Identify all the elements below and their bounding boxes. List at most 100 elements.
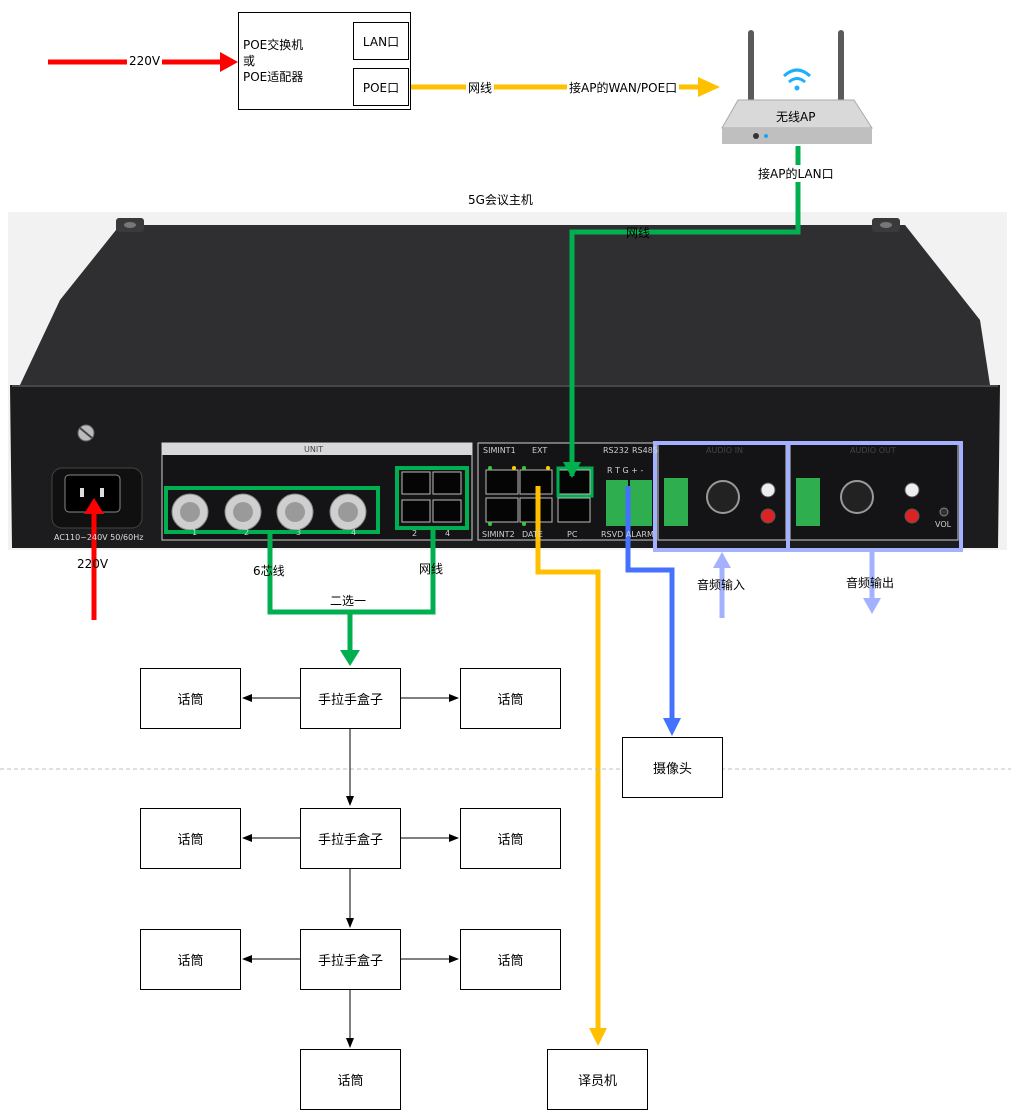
poe-arrowhead — [698, 77, 720, 97]
ap-antenna-right — [838, 30, 844, 102]
ap-lan-line — [569, 146, 801, 476]
audio-input-label: 音频输入 — [697, 578, 746, 592]
chain-box-3: 手拉手盒子 — [300, 929, 401, 990]
audio-in-arrowhead — [713, 552, 731, 568]
unit-number-4: 4 — [351, 528, 357, 537]
interpreter-line — [535, 486, 601, 1030]
ground-screw-slot — [79, 427, 93, 439]
power-arrowhead-host — [84, 498, 104, 514]
power-socket-pin-1 — [80, 488, 84, 497]
simint2-bottom-label: SIMINT2 — [482, 530, 515, 539]
ap-front — [722, 128, 872, 144]
audio-in-label: AUDIO IN — [706, 446, 744, 455]
ap-led-blue — [764, 134, 768, 138]
chain-box-label: 手拉手盒子 — [317, 693, 383, 708]
port-leds — [488, 466, 550, 526]
lan-port-box: LAN口 — [353, 22, 409, 60]
mic-label: 话筒 — [177, 833, 204, 848]
choice-arrowhead — [340, 650, 360, 666]
unit-rj45-port-2 — [432, 471, 462, 495]
unit-header-label: UNIT — [304, 445, 324, 454]
rs232-terminal — [606, 480, 628, 526]
camera-label: 摄像头 — [652, 762, 692, 777]
rj45-number-2: 2 — [412, 529, 418, 538]
mic-label: 话筒 — [497, 954, 524, 969]
wifi-icon-outer — [782, 68, 812, 78]
power-arrowhead-top — [220, 52, 238, 72]
pc-port — [557, 497, 591, 523]
unit-number-3: 3 — [296, 528, 302, 537]
poe-device-label: POE交换机 或 POE适配器 — [243, 37, 303, 85]
aviation-connector-1-core — [180, 502, 200, 522]
mic-box-2-right: 话筒 — [460, 808, 561, 869]
wireless-ap-device — [721, 30, 873, 144]
aviation-connector-4-core — [338, 502, 358, 522]
unit-header-bar — [162, 443, 472, 455]
xlr-input-icon — [706, 480, 740, 514]
camera-arrowhead — [663, 718, 681, 736]
audio-in-terminal — [664, 478, 688, 526]
rj45-number-4: 4 — [445, 529, 451, 538]
host-ear-hole-right — [880, 222, 892, 228]
aviation-connector-3-core — [285, 502, 305, 522]
ap-antenna-left — [748, 30, 754, 102]
choice-label: 二选一 — [330, 594, 367, 608]
poe-cable-label: 网线 — [466, 79, 495, 96]
mic-label: 话筒 — [177, 693, 204, 708]
chain-box-1: 手拉手盒子 — [300, 668, 401, 729]
camera-box: 摄像头 — [622, 737, 723, 798]
mic-label: 话筒 — [497, 833, 524, 848]
unit-rj45-port-1 — [401, 471, 431, 495]
chain-box-2: 手拉手盒子 — [300, 808, 401, 869]
simint1-port — [485, 469, 519, 495]
audio-out-arrowhead — [863, 598, 881, 614]
rca-out-white — [904, 482, 920, 498]
unit-rj45-port-4 — [432, 499, 462, 523]
wifi-icon-inner — [788, 77, 806, 84]
rs485-label: RS485 — [632, 446, 658, 455]
xlr-output-icon — [840, 480, 874, 514]
aviation-connectors — [171, 493, 367, 531]
interpreter-arrowhead — [589, 1028, 607, 1046]
rs232-label: RS232 — [603, 446, 629, 455]
pc-label: PC — [567, 530, 578, 539]
host-cable-label: 网线 — [626, 226, 651, 240]
host-title: 5G会议主机 — [468, 193, 533, 207]
lan-port-label: LAN口 — [362, 34, 400, 49]
six-core-label: 6芯线 — [253, 564, 285, 578]
port-led-2 — [512, 466, 516, 470]
mic-label: 话筒 — [177, 954, 204, 969]
vol-label: VOL — [935, 520, 952, 529]
audio-out-terminal — [796, 478, 820, 526]
ap-led-dark — [753, 133, 759, 139]
port-led-5 — [488, 522, 492, 526]
mic-box-1-left: 话筒 — [140, 668, 241, 729]
volume-knob — [939, 507, 949, 517]
audio-output-label: 音频输出 — [846, 576, 895, 590]
host-power-label: 220V — [77, 557, 109, 571]
rtg-label: R T G + - — [607, 466, 644, 475]
unit-rj45-port-3 — [401, 499, 431, 523]
poe-device-line1: POE交换机 — [243, 38, 304, 52]
chain-box-label: 手拉手盒子 — [317, 954, 383, 969]
port-led-6 — [522, 522, 526, 526]
poe-port-label: POE口 — [362, 80, 400, 95]
unit-network-label: 网线 — [419, 562, 444, 576]
mic-box-2-left: 话筒 — [140, 808, 241, 869]
ext-label: EXT — [532, 446, 548, 455]
aviation-connector-2-core — [233, 502, 253, 522]
wifi-icon-dot — [794, 85, 800, 91]
mic-chain-arrows — [242, 694, 459, 1048]
unit-number-2: 2 — [244, 528, 250, 537]
mic-box-1-right: 话筒 — [460, 668, 561, 729]
unit-number-1: 1 — [192, 528, 198, 537]
ap-lan-label: 接AP的LAN口 — [756, 165, 836, 182]
rca-out-red — [904, 508, 920, 524]
audio-highlight — [653, 441, 963, 552]
rs485-terminal — [630, 480, 652, 526]
mic-box-3-right: 话筒 — [460, 929, 561, 990]
simint1-label: SIMINT1 — [483, 446, 516, 455]
rca-in-red — [760, 508, 776, 524]
host-top-face — [20, 225, 990, 385]
